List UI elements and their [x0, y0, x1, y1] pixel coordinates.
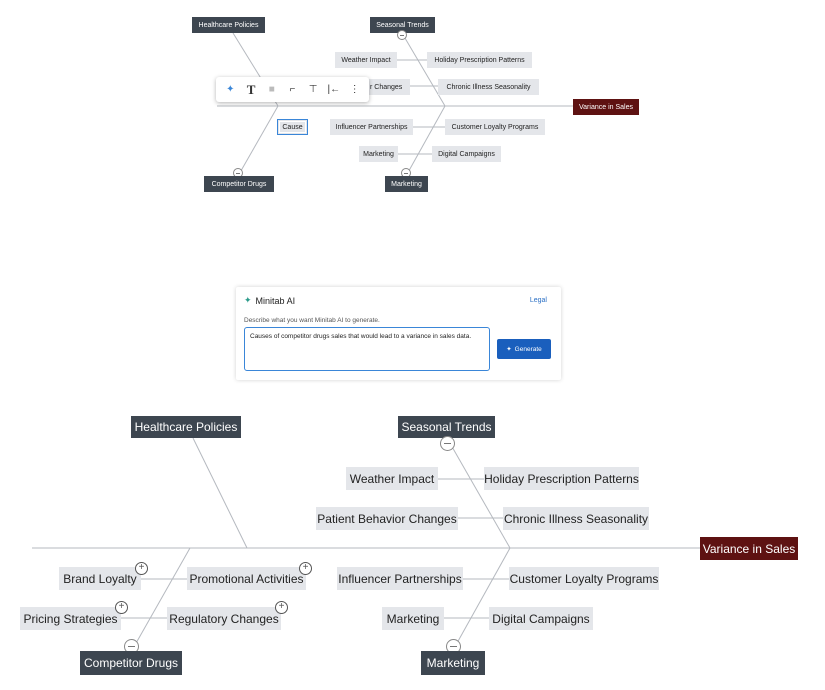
- generate-label: Generate: [514, 345, 542, 353]
- cause-customer-loyalty[interactable]: Customer Loyalty Programs: [509, 567, 659, 590]
- expand-icon[interactable]: +: [135, 562, 148, 575]
- cause-influencer-partnerships[interactable]: Influencer Partnerships: [330, 119, 413, 135]
- cause-marketing[interactable]: Marketing: [359, 146, 398, 162]
- cause-patient-behavior[interactable]: r Changes: [366, 79, 410, 95]
- cause-chronic-illness[interactable]: Chronic Illness Seasonality: [503, 507, 649, 530]
- cause-brand-loyalty[interactable]: Brand Loyalty: [59, 567, 141, 590]
- ai-sparkle-icon: ✦: [506, 346, 512, 353]
- ai-sparkle-icon[interactable]: ✦: [226, 84, 235, 95]
- cause-pricing-strategies[interactable]: Pricing Strategies: [20, 607, 121, 630]
- cause-digital-campaigns[interactable]: Digital Campaigns: [489, 607, 593, 630]
- ai-sparkle-icon: ✦: [244, 295, 252, 305]
- collapse-icon[interactable]: [397, 30, 407, 40]
- minitab-ai-panel: ✦ Minitab AI Legal Describe what you wan…: [236, 287, 561, 380]
- panel-title: ✦ Minitab AI: [244, 295, 295, 306]
- cause-weather-impact[interactable]: Weather Impact: [335, 52, 397, 68]
- expand-icon[interactable]: +: [275, 601, 288, 614]
- cause-regulatory-changes[interactable]: Regulatory Changes: [167, 607, 281, 630]
- cause-customer-loyalty[interactable]: Customer Loyalty Programs: [445, 119, 545, 135]
- cause-marketing[interactable]: Marketing: [382, 607, 444, 630]
- category-marketing[interactable]: Marketing: [421, 651, 485, 675]
- cause-holiday-prescription[interactable]: Holiday Prescription Patterns: [484, 467, 639, 490]
- category-seasonal-trends[interactable]: Seasonal Trends: [398, 416, 495, 438]
- line-style-icon[interactable]: ⌐: [289, 84, 296, 95]
- cause-weather-impact[interactable]: Weather Impact: [346, 467, 438, 490]
- fill-color-icon[interactable]: ■: [268, 84, 275, 95]
- cause-digital-campaigns[interactable]: Digital Campaigns: [432, 146, 501, 162]
- cause-promotional-activities[interactable]: Promotional Activities: [187, 567, 306, 590]
- category-healthcare-policies[interactable]: Healthcare Policies: [131, 416, 241, 438]
- prompt-hint: Describe what you want Minitab AI to gen…: [244, 317, 380, 324]
- prompt-textarea[interactable]: Causes of competitor drugs sales that wo…: [244, 327, 490, 371]
- effect-variance-in-sales[interactable]: Variance in Sales: [700, 537, 798, 560]
- cause-selected-node[interactable]: Cause: [277, 119, 308, 135]
- cause-chronic-illness[interactable]: Chronic Illness Seasonality: [438, 79, 539, 95]
- indent-icon[interactable]: |←: [327, 84, 341, 95]
- collapse-icon[interactable]: [446, 639, 461, 654]
- cause-holiday-prescription[interactable]: Holiday Prescription Patterns: [427, 52, 532, 68]
- cause-patient-behavior[interactable]: Patient Behavior Changes: [316, 507, 458, 530]
- panel-title-text: Minitab AI: [255, 295, 296, 306]
- category-competitor-drugs[interactable]: Competitor Drugs: [204, 176, 274, 192]
- expand-icon[interactable]: +: [299, 562, 312, 575]
- category-seasonal-trends[interactable]: Seasonal Trends: [370, 17, 435, 33]
- category-marketing[interactable]: Marketing: [385, 176, 428, 192]
- cause-influencer-partnerships[interactable]: Influencer Partnerships: [337, 567, 463, 590]
- category-competitor-drugs[interactable]: Competitor Drugs: [80, 651, 182, 675]
- category-healthcare-policies[interactable]: Healthcare Policies: [192, 17, 265, 33]
- format-toolbar: ✦ T ■ ⌐ ⊤ |← ⋮: [216, 77, 369, 102]
- align-icon[interactable]: ⊤: [308, 84, 318, 95]
- more-icon[interactable]: ⋮: [349, 84, 360, 95]
- generate-button[interactable]: ✦ Generate: [497, 339, 551, 359]
- expand-icon[interactable]: +: [115, 601, 128, 614]
- legal-link[interactable]: Legal: [529, 297, 547, 304]
- collapse-icon[interactable]: [440, 436, 455, 451]
- text-format-icon[interactable]: T: [246, 81, 256, 97]
- effect-variance-in-sales[interactable]: Variance in Sales: [573, 99, 639, 115]
